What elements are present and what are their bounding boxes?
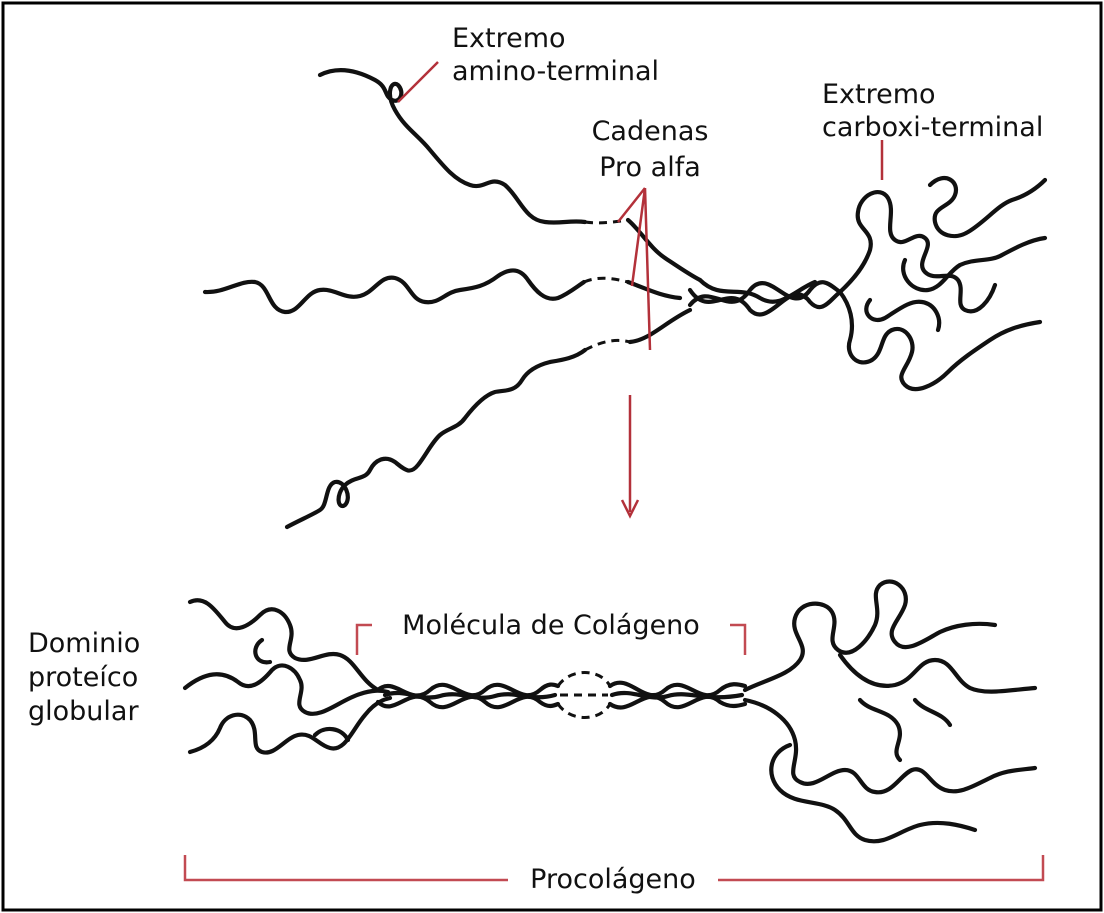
procollagen-molecule [182,579,1038,844]
carboxi-label-line1: Extremo [822,79,936,110]
molecula-label: Molécula de Colágeno [402,610,700,641]
amino-label-line1: Extremo [452,23,566,54]
cadenas-label-line2: Pro alfa [599,152,701,183]
upper-chain [317,67,588,225]
amino-leader [397,61,439,103]
carboxi-label-line2: carboxi-terminal [822,112,1043,143]
procolageno-bracket-right [718,855,1045,882]
left-globule [187,598,381,693]
helix-gap [556,671,612,719]
carboxi-globule-top [837,190,998,314]
cadenas-leaders [617,187,652,351]
cadenas-label-line1: Cadenas [592,116,709,147]
dominio-label-line3: globular [28,696,139,727]
pro-alpha-chains [202,67,1048,530]
transform-arrow [620,395,640,519]
dominio-label-line1: Dominio [28,628,140,659]
middle-chain [202,268,587,315]
molecula-bracket-right [730,623,747,655]
procolageno-label: Procolágeno [530,864,696,895]
procolageno-bracket-left [183,855,508,882]
amino-label-line2: amino-terminal [452,56,659,87]
dominio-label-line2: proteíco [28,662,138,693]
lower-chain [284,347,588,530]
right-globule [742,579,998,693]
molecula-bracket-left [355,623,372,655]
